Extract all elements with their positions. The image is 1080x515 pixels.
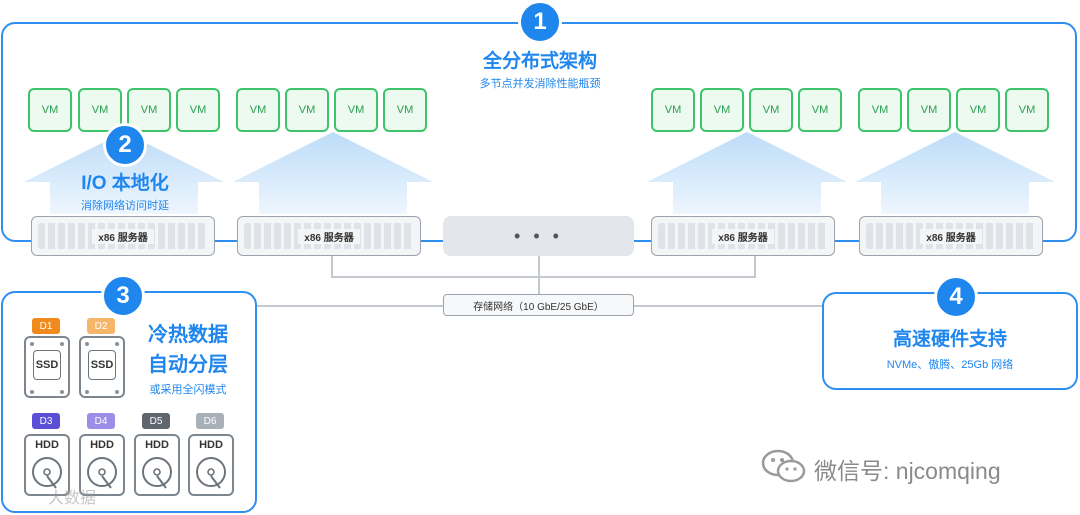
server-label: x86 服务器 [92, 228, 154, 244]
drive-tag-d4: D4 [87, 413, 115, 429]
platter-icon [142, 457, 172, 489]
net-line-v-server3 [754, 256, 756, 277]
net-line-to-tiering [257, 305, 443, 307]
hdd-label: HDD [199, 439, 223, 451]
ssd-drive-icon: SSD [79, 336, 125, 398]
drive-tag-d2: D2 [87, 318, 115, 334]
arrow-up-4 [855, 132, 1055, 214]
hdd-label: HDD [145, 439, 169, 451]
server-label: x86 服务器 [298, 228, 360, 244]
server-4: x86 服务器 [859, 216, 1043, 256]
section3-subtitle: 或采用全闪模式 [149, 384, 227, 396]
platter-icon [32, 457, 62, 489]
platter-icon [196, 457, 226, 489]
net-line-v-server2 [331, 256, 333, 277]
drive-tag-d3: D3 [32, 413, 60, 429]
vm-box: VM [907, 88, 951, 132]
section3-title-line2: 自动分层 [148, 354, 228, 376]
hdd-drive-icon: HDD [79, 434, 125, 496]
section2-subtitle: 消除网络访问时延 [81, 200, 169, 212]
section1-subtitle: 多节点并发消除性能瓶颈 [479, 78, 601, 90]
vm-box: VM [700, 88, 744, 132]
arrow-up-2 [233, 132, 433, 214]
vm-box: VM [956, 88, 1000, 132]
arrow-up-1 [24, 132, 224, 214]
badge-1: 1 [518, 0, 562, 44]
vm-box: VM [651, 88, 695, 132]
net-line-to-hardware [634, 305, 822, 307]
server-label: x86 服务器 [920, 228, 982, 244]
server-3: x86 服务器 [651, 216, 835, 256]
more-servers-ellipsis: • • • [443, 216, 634, 256]
hdd-drive-icon: HDD [188, 434, 234, 496]
section4-title: 高速硬件支持 [892, 329, 1007, 350]
server-2: x86 服务器 [237, 216, 421, 256]
bottom-left-watermark: 大数据 [48, 490, 97, 507]
vm-box: VM [285, 88, 329, 132]
badge-4: 4 [934, 275, 978, 319]
hdd-label: HDD [90, 439, 114, 451]
drive-tag-d1: D1 [32, 318, 60, 334]
net-line-h [331, 276, 756, 278]
arrow-up-3 [647, 132, 847, 214]
server-label: x86 服务器 [712, 228, 774, 244]
vm-box: VM [383, 88, 427, 132]
wechat-watermark: 微信号: njcomqing [814, 458, 1001, 484]
vm-box: VM [798, 88, 842, 132]
wechat-logo-icon [761, 449, 806, 483]
vm-box: VM [176, 88, 220, 132]
hdd-drive-icon: HDD [24, 434, 70, 496]
platter-icon [87, 457, 117, 489]
ssd-drive-icon: SSD [24, 336, 70, 398]
ssd-label: SSD [88, 350, 116, 380]
net-line-v-center [538, 256, 540, 294]
section3-title-line1: 冷热数据 [148, 324, 228, 346]
vm-box: VM [749, 88, 793, 132]
ssd-label: SSD [33, 350, 61, 380]
vm-box: VM [1005, 88, 1049, 132]
net-line-v-hub [538, 276, 540, 294]
vm-box: VM [858, 88, 902, 132]
storage-network-label: 存储网络（10 GbE/25 GbE） [473, 301, 604, 313]
hdd-label: HDD [35, 439, 59, 451]
hdd-drive-icon: HDD [134, 434, 180, 496]
section4-subtitle: NVMe、傲腾、25Gb 网络 [886, 359, 1014, 371]
badge-2: 2 [103, 123, 147, 167]
vm-box: VM [236, 88, 280, 132]
server-1: x86 服务器 [31, 216, 215, 256]
drive-tag-d6: D6 [196, 413, 224, 429]
drive-tag-d5: D5 [142, 413, 170, 429]
section1-title: 全分布式架构 [482, 51, 597, 72]
vm-box: VM [334, 88, 378, 132]
badge-3: 3 [101, 274, 145, 318]
section2-title: I/O 本地化 [81, 173, 169, 194]
vm-box: VM [28, 88, 72, 132]
storage-network-switch: 存储网络（10 GbE/25 GbE） [443, 294, 634, 316]
